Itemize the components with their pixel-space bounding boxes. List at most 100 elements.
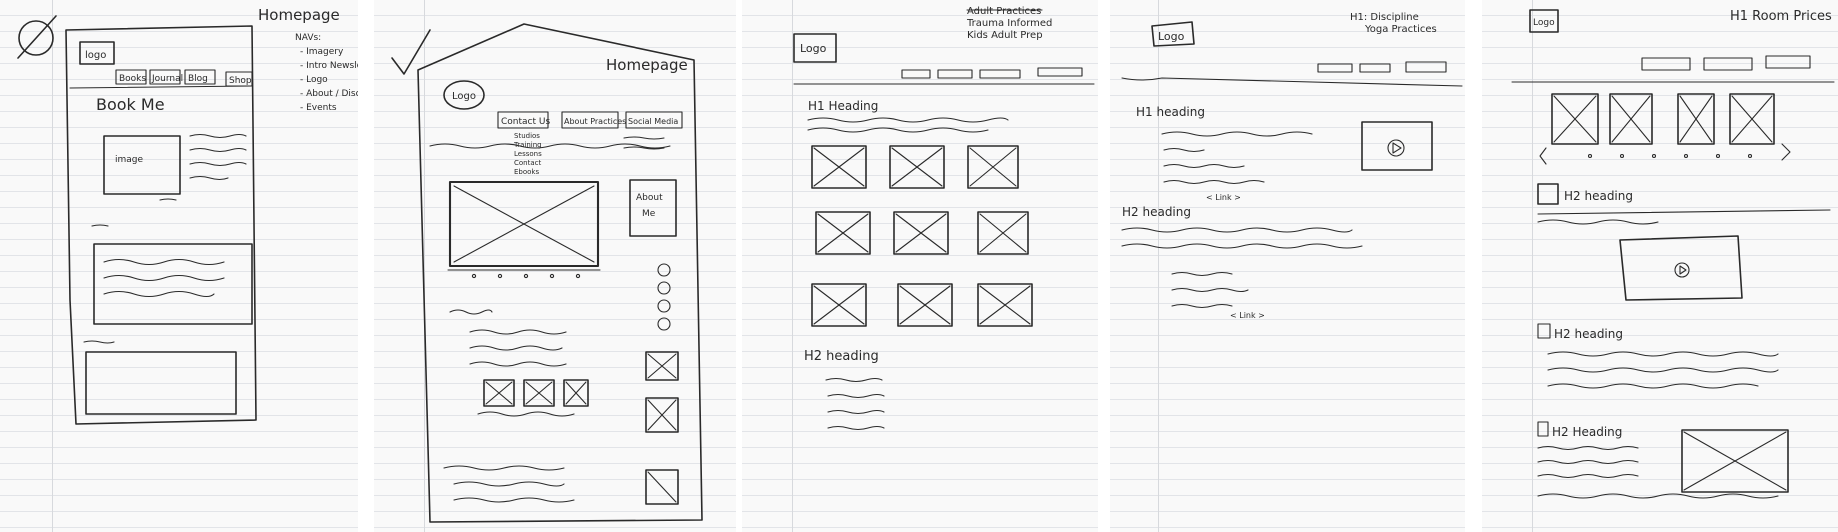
notes: NAVs: - Imagery - Intro Newsletter - Log…	[295, 33, 358, 113]
video-player[interactable]	[1361, 121, 1433, 171]
svg-text:Adult Practices: Adult Practices	[967, 6, 1041, 17]
sketch-sheet-2: Homepage Logo Contact Us About Practices…	[374, 0, 736, 532]
nav-item-books[interactable]	[115, 69, 147, 85]
svg-text:logo: logo	[85, 50, 106, 61]
hero-heading: Book Me	[96, 95, 165, 114]
svg-text:Journal: Journal	[151, 74, 183, 84]
sketch-sheet-1: Homepage logo Books Journal Blog Shop NA…	[0, 0, 358, 532]
h2-icon	[1537, 323, 1551, 339]
svg-text:Ebooks: Ebooks	[514, 168, 539, 176]
nav-item[interactable]	[1359, 63, 1391, 73]
link[interactable]: < Link >	[1230, 311, 1265, 320]
content-image	[1681, 429, 1789, 493]
carousel-dots[interactable]	[1587, 153, 1753, 159]
sheet-title: Homepage	[606, 56, 688, 74]
carousel-dots[interactable]	[471, 273, 581, 279]
subnav-list: Studios Training Lessons Contact Ebooks	[513, 132, 542, 176]
image-carousel	[1551, 93, 1775, 145]
social-icons[interactable]	[657, 263, 671, 331]
logo-circle	[443, 80, 485, 110]
nav-item-practices[interactable]	[561, 111, 619, 129]
sheet-title: H1 Room Prices	[1730, 9, 1832, 24]
svg-text:Shop: Shop	[229, 76, 252, 86]
h2-heading: H2 heading	[1122, 205, 1191, 219]
svg-text:Blog: Blog	[188, 74, 208, 84]
sketch-sheet-3: Adult Practices Trauma Informed Kids Adu…	[742, 0, 1098, 532]
svg-text:NAVs:: NAVs:	[295, 33, 321, 43]
svg-text:Social Media: Social Media	[628, 117, 678, 126]
svg-text:Logo: Logo	[800, 42, 827, 55]
svg-text:- Imagery: - Imagery	[300, 47, 344, 57]
chevron-right-icon[interactable]	[1781, 143, 1791, 161]
sketch-sheet-5: H1 Room Prices Logo H2 heading	[1482, 0, 1838, 532]
svg-text:Trauma Informed: Trauma Informed	[966, 18, 1052, 29]
sheet-title: Adult Practices Trauma Informed Kids Adu…	[966, 6, 1052, 41]
svg-text:- About / Discover More: - About / Discover More	[300, 89, 358, 99]
video-player[interactable]	[1619, 235, 1743, 301]
h2-heading: H2 heading	[804, 349, 879, 364]
side-image	[645, 397, 679, 433]
svg-text:image: image	[115, 155, 143, 165]
nav-item[interactable]	[1703, 57, 1753, 71]
nav-item[interactable]	[1765, 55, 1811, 69]
svg-text:Lessons: Lessons	[514, 150, 542, 158]
svg-text:Contact: Contact	[514, 159, 541, 167]
svg-text:H1: Discipline: H1: Discipline	[1350, 12, 1419, 23]
nav-item[interactable]	[1641, 57, 1691, 71]
logo-box	[1529, 9, 1559, 33]
side-image	[645, 351, 679, 381]
svg-text:- Events: - Events	[300, 103, 337, 113]
nav-item[interactable]	[1037, 67, 1083, 77]
h2-icon	[1537, 421, 1549, 437]
svg-text:Yoga Practices: Yoga Practices	[1364, 24, 1437, 35]
nav-item[interactable]	[1317, 63, 1353, 73]
h1-heading: H1 heading	[1136, 105, 1205, 119]
about-box	[629, 179, 677, 237]
nav-item-social[interactable]	[625, 111, 683, 129]
svg-text:Training: Training	[513, 141, 542, 149]
svg-text:- Logo: - Logo	[300, 75, 328, 85]
svg-text:Logo: Logo	[1158, 30, 1185, 43]
svg-text:About: About	[636, 193, 663, 203]
nav-item-shop[interactable]	[225, 71, 253, 87]
link[interactable]: < Link >	[1206, 193, 1241, 202]
nav-item-blog[interactable]	[184, 69, 216, 85]
svg-text:Logo: Logo	[452, 91, 476, 102]
nav-item[interactable]	[979, 69, 1021, 79]
nav-item-contact[interactable]	[497, 111, 549, 129]
sheet-title: H1: Discipline Yoga Practices	[1350, 12, 1437, 35]
hero-image	[448, 180, 600, 268]
h2-heading: H2 Heading	[1552, 425, 1622, 439]
logo-box	[1151, 21, 1195, 47]
thumb-image	[523, 379, 555, 407]
hero-image	[103, 135, 181, 195]
svg-text:- Intro Newsletter: - Intro Newsletter	[300, 61, 358, 71]
sheet-title: Homepage	[258, 6, 340, 24]
nav-item[interactable]	[901, 69, 931, 79]
thumb-image	[563, 379, 589, 407]
nav-item[interactable]	[937, 69, 973, 79]
play-icon[interactable]	[1387, 139, 1405, 157]
chevron-left-icon[interactable]	[1539, 147, 1547, 165]
sketch-sheet-4: H1: Discipline Yoga Practices Logo H1 he…	[1110, 0, 1465, 532]
thumb-image	[483, 379, 515, 407]
svg-text:About Practices: About Practices	[564, 117, 626, 126]
h2-heading: H2 heading	[1554, 327, 1623, 341]
play-icon[interactable]	[1674, 262, 1690, 278]
logo-box	[793, 33, 837, 63]
text-block	[93, 243, 253, 325]
svg-text:Books: Books	[119, 74, 146, 84]
nav-item-journal[interactable]	[149, 69, 181, 85]
image-grid	[811, 145, 1033, 327]
svg-text:Contact Us: Contact Us	[501, 117, 550, 127]
svg-text:Studios: Studios	[514, 132, 540, 140]
check-mark	[391, 29, 431, 75]
svg-text:Logo: Logo	[1533, 18, 1555, 28]
svg-text:Me: Me	[642, 209, 656, 219]
footer-block	[85, 351, 237, 415]
null-symbol	[18, 20, 54, 56]
h2-icon	[1537, 183, 1559, 205]
nav-item[interactable]	[1405, 61, 1447, 73]
logo-box	[79, 41, 115, 65]
h2-heading: H2 heading	[1564, 189, 1633, 203]
